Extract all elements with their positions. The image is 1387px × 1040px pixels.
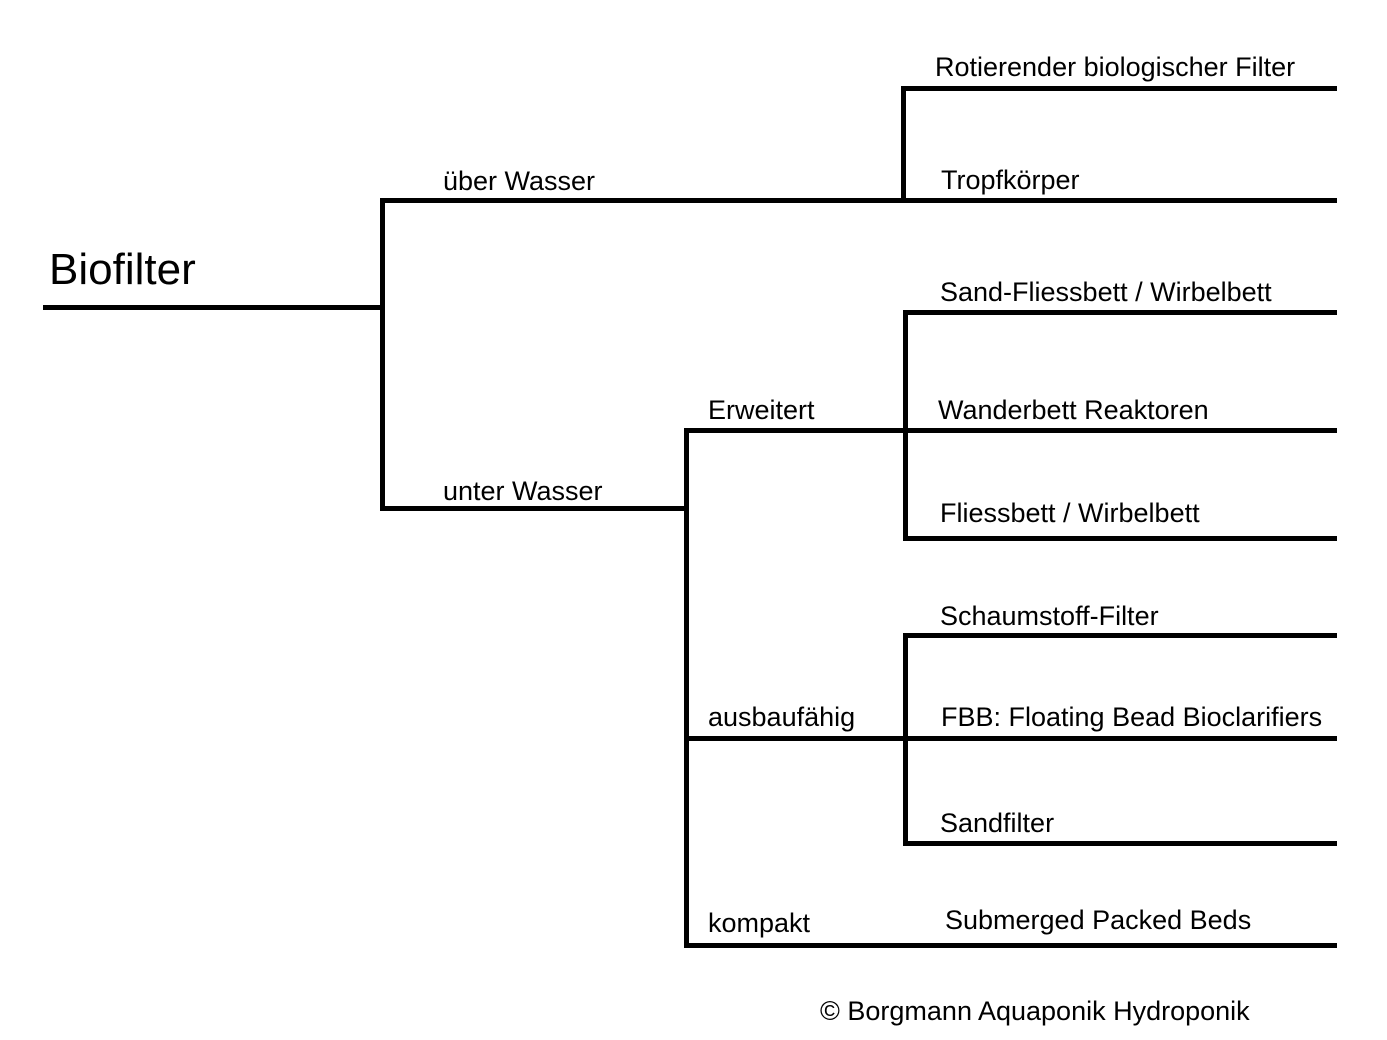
leaf-label-tropfkoerper: Tropfkörper	[941, 165, 1080, 195]
leaf-label-fliessbett-wirbelbett: Fliessbett / Wirbelbett	[940, 498, 1200, 528]
connector-root-to-level1	[380, 198, 385, 510]
branch-underline-ueber-wasser	[380, 198, 906, 203]
connector-unter-wasser-children	[684, 428, 689, 948]
leaf-label-sandfilter: Sandfilter	[940, 808, 1055, 838]
branch-label-unter-wasser: unter Wasser	[443, 476, 603, 506]
branch-underline-erweitert	[684, 428, 906, 433]
leaf-label-sand-fliessbett-wirbelbett: Sand-Fliessbett / Wirbelbett	[940, 277, 1272, 307]
leaf-underline-fbb-floating-bead-bioclarifiers	[903, 736, 1337, 741]
leaf-underline-schaumstoff-filter	[903, 633, 1337, 638]
leaf-underline-fliessbett-wirbelbett	[903, 536, 1337, 541]
branch-label-ausbaufaehig: ausbaufähig	[708, 702, 856, 732]
connector-ueber-wasser-children	[901, 86, 906, 203]
leaf-underline-kompakt-submerged-packed-beds	[684, 943, 1337, 948]
root-node-label: Biofilter	[49, 245, 196, 294]
leaf-label-rotierender-biologischer-filter: Rotierender biologischer Filter	[935, 52, 1296, 82]
branch-label-erweitert: Erweitert	[708, 395, 815, 425]
root-node-underline	[43, 305, 385, 310]
branch-underline-unter-wasser	[380, 506, 689, 511]
branch-label-ueber-wasser: über Wasser	[443, 166, 596, 196]
leaf-underline-rotierender-biologischer-filter	[901, 86, 1337, 91]
leaf-underline-sandfilter	[903, 841, 1337, 846]
leaf-underline-sand-fliessbett-wirbelbett	[903, 310, 1337, 315]
leaf-label-fbb-floating-bead-bioclarifiers: FBB: Floating Bead Bioclarifiers	[941, 702, 1323, 732]
leaf-label-wanderbett-reaktoren: Wanderbett Reaktoren	[938, 395, 1209, 425]
leaf-label-schaumstoff-filter: Schaumstoff-Filter	[940, 601, 1159, 631]
copyright-credit: © Borgmann Aquaponik Hydroponik	[820, 996, 1250, 1026]
branch-underline-ausbaufaehig	[684, 736, 906, 741]
connector-erweitert-children	[903, 310, 908, 539]
leaf-label-submerged-packed-beds: Submerged Packed Beds	[945, 905, 1252, 935]
leaf-underline-tropfkoerper	[901, 198, 1337, 203]
leaf-underline-wanderbett-reaktoren	[903, 428, 1337, 433]
branch-label-kompakt: kompakt	[708, 908, 811, 938]
